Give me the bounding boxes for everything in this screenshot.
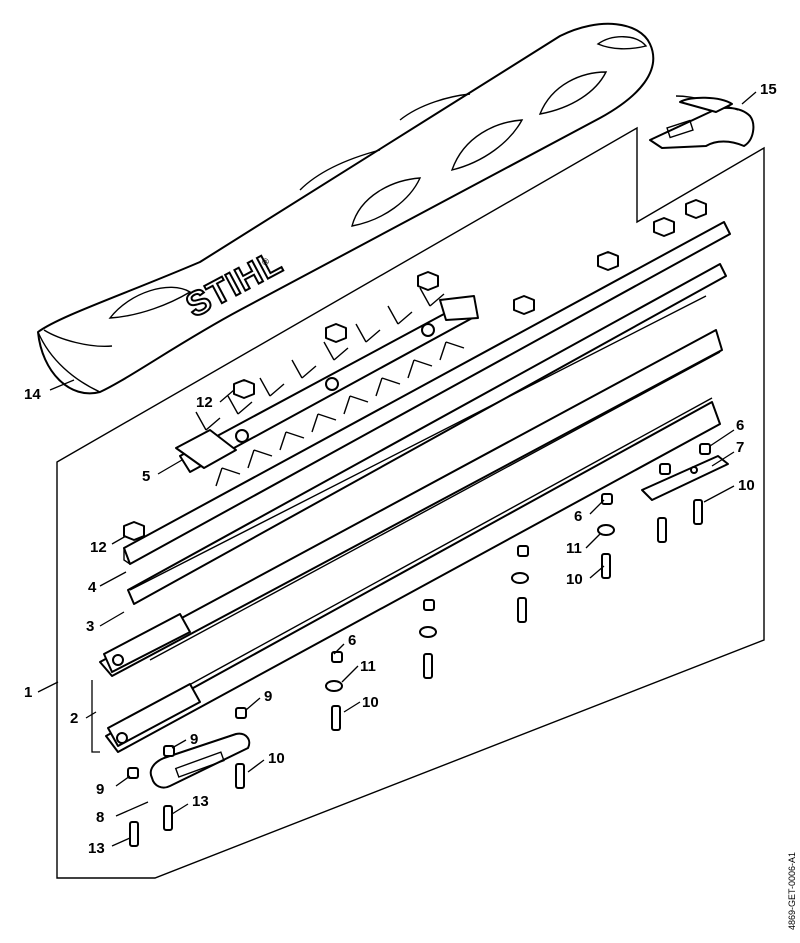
- callout-10-mid: 10: [566, 571, 583, 588]
- callout-7: 7: [736, 439, 744, 456]
- callout-9-left: 9: [96, 781, 104, 798]
- callout-10-bottom: 10: [268, 750, 285, 767]
- callout-5: 5: [142, 468, 150, 485]
- callout-6-right: 6: [736, 417, 744, 434]
- document-id: 4869-GET-0006-A1: [787, 852, 797, 930]
- lower-cutting-blade-2: [105, 397, 721, 753]
- callout-6-low: 6: [348, 632, 356, 649]
- callout-8: 8: [96, 809, 104, 826]
- callout-6-mid: 6: [574, 508, 582, 525]
- guard-clip-15: [649, 95, 755, 149]
- callout-2: 2: [70, 710, 78, 727]
- callout-4: 4: [88, 579, 97, 596]
- callout-11-low: 11: [360, 658, 376, 675]
- callout-9-mid: 9: [190, 731, 198, 748]
- assembly-outline: [56, 126, 765, 879]
- callout-3: 3: [86, 618, 94, 635]
- screws-10-13: [129, 499, 703, 847]
- leader-lines: [37, 91, 757, 847]
- callout-13-left: 13: [88, 840, 105, 857]
- callout-13-right: 13: [192, 793, 209, 810]
- washers-11: [325, 524, 615, 692]
- guide-plate-8: [149, 732, 251, 789]
- stiffener-bar-4: [123, 221, 731, 565]
- callout-labels: 14 15 12 5 12 4 3 1 2 6 7 10 6 11 10 6 1…: [24, 81, 777, 857]
- callout-10-right: 10: [738, 477, 755, 494]
- callout-10-low: 10: [362, 694, 379, 711]
- bracket-plate-7: [641, 455, 729, 501]
- callout-1: 1: [24, 684, 32, 701]
- stihl-logo-mark: ®: [260, 256, 271, 268]
- sleeves-6-9: [127, 443, 711, 779]
- callout-15: 15: [760, 81, 777, 98]
- upper-cutting-blade: [99, 295, 723, 677]
- callout-12-bottom: 12: [90, 539, 107, 556]
- spacer-strip-3: [127, 263, 727, 605]
- hex-nuts-12: [123, 199, 707, 541]
- callout-14: 14: [24, 386, 41, 403]
- blade-guide-5: [175, 287, 479, 487]
- callout-12-top: 12: [196, 394, 213, 411]
- blade-guard-14: STIHL ®: [37, 22, 655, 395]
- callout-11-mid: 11: [566, 540, 582, 557]
- callout-9-upper: 9: [264, 688, 272, 705]
